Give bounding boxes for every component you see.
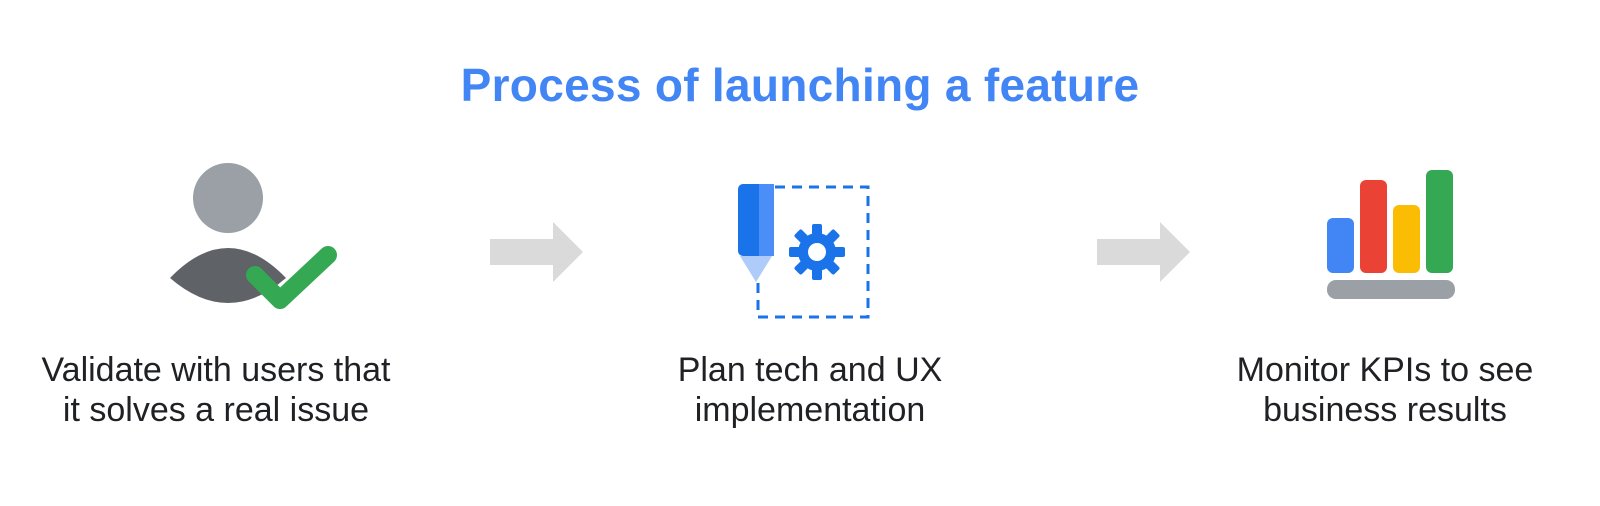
check-mark bbox=[246, 246, 337, 309]
bar-green bbox=[1426, 170, 1453, 273]
bar-chart-icon bbox=[1327, 170, 1455, 299]
pen-gear-icon bbox=[738, 184, 870, 319]
step-label-plan: Plan tech and UX implementation bbox=[610, 350, 1010, 430]
step-label-line: Plan tech and UX bbox=[677, 351, 943, 389]
step-label-line: implementation bbox=[694, 391, 926, 429]
step-label-line: it solves a real issue bbox=[62, 391, 370, 429]
bar-red bbox=[1360, 180, 1387, 273]
pen-body-light bbox=[759, 184, 774, 256]
step-label-line: Monitor KPIs to see bbox=[1236, 351, 1534, 389]
diagram-title: Process of launching a feature bbox=[460, 59, 1140, 111]
step-label-line: business results bbox=[1263, 391, 1507, 429]
person-head bbox=[193, 163, 263, 233]
pen-tip bbox=[740, 256, 772, 282]
gear-icon bbox=[789, 224, 845, 280]
arrow-right-icon bbox=[1097, 222, 1190, 282]
step-label-monitor: Monitor KPIs to see business results bbox=[1170, 350, 1600, 430]
arrow-right-icon bbox=[490, 222, 583, 282]
bar-blue bbox=[1327, 218, 1354, 273]
bar-yellow bbox=[1393, 205, 1420, 273]
chart-baseline bbox=[1327, 280, 1455, 299]
step-label-line: Validate with users that bbox=[41, 351, 391, 389]
user-check-icon bbox=[170, 163, 337, 309]
step-label-validate: Validate with users that it solves a rea… bbox=[0, 350, 432, 430]
